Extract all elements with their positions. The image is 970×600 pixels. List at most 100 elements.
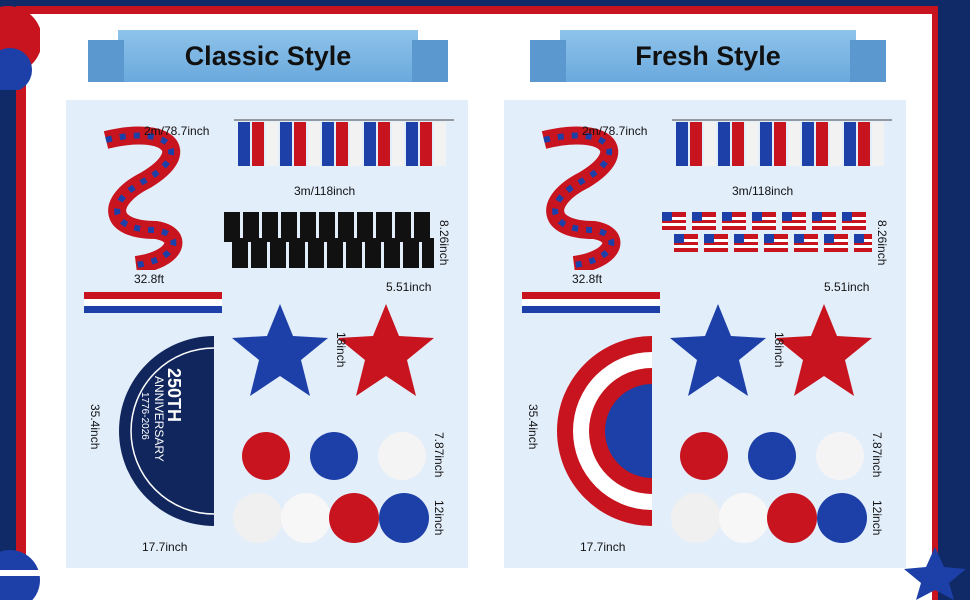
tassel-strand [392, 122, 404, 166]
flag-canton [764, 234, 774, 243]
flag-stripe [794, 245, 818, 248]
tassel-strand [844, 122, 856, 166]
star-size-label: 18inch [334, 332, 348, 368]
flag-canton [674, 234, 684, 243]
flag-stripe [764, 239, 788, 242]
tassel-strand [238, 122, 250, 166]
balloon-size-label: 12inch [870, 500, 884, 536]
anniversary-main-text: 250TH [164, 368, 184, 423]
garland-length-label: 2m/78.7inch [144, 124, 210, 138]
birthday-card [327, 238, 343, 268]
flag-stripe [704, 239, 728, 242]
garland-length-label: 2m/78.7inch [582, 124, 648, 138]
fresh-style-title: Fresh Style [635, 40, 781, 71]
classic-style-title: Classic Style [184, 40, 352, 71]
tassel-strand [872, 122, 884, 166]
anniversary-years-text: 1776-2026 [139, 392, 150, 440]
birthday-card [262, 212, 278, 242]
anniversary-fan-banner [119, 336, 215, 526]
flag-canton [692, 212, 702, 221]
latex-balloons [671, 493, 867, 543]
fan-height-label: 35.4inch [526, 404, 540, 450]
classic-style-banner: Classic Style [88, 30, 448, 82]
flag-canton [842, 212, 852, 221]
birthday-card [395, 212, 411, 242]
flag-stripe [692, 223, 716, 226]
flag-stripe [752, 223, 776, 226]
card-width-label: 5.51inch [386, 280, 432, 294]
tassel-strand [676, 122, 688, 166]
flag-stripe [704, 245, 728, 248]
fresh-style-banner: Fresh Style [530, 30, 886, 82]
banner-ribbon-end-right [850, 40, 886, 82]
tassel-strand [322, 122, 334, 166]
flag-canton [722, 212, 732, 221]
balloon-decoration-top-left [0, 6, 40, 90]
anniversary-sub-text: ANNIVERSARY [152, 376, 166, 462]
flag-stripe [782, 217, 806, 220]
flag-stripe [734, 239, 758, 242]
birthday-card [422, 238, 434, 268]
pom-size-label: 7.87inch [432, 432, 446, 478]
birthday-card [224, 212, 240, 242]
tassel-strand [294, 122, 306, 166]
flag-canton [662, 212, 672, 221]
flag-stripe [674, 239, 698, 242]
classic-style-panel: 2m/78.7inch 3m/118inch 8.26inch 5.51inch… [66, 100, 468, 568]
card-height-label: 8.26inch [437, 220, 451, 266]
flag-stripe [824, 245, 848, 248]
flag-stripe [842, 217, 866, 220]
flag-stripe [764, 245, 788, 248]
tassel-length-label: 3m/118inch [732, 184, 794, 198]
tassel-strand [760, 122, 772, 166]
birthday-card [357, 212, 373, 242]
latex-balloons [233, 493, 429, 543]
pleated-fan-bunting [557, 336, 652, 526]
flag-stripe [854, 245, 872, 248]
birthday-card [338, 212, 354, 242]
birthday-card [289, 238, 305, 268]
flag-stripe [722, 223, 746, 226]
birthday-card [384, 238, 400, 268]
birthday-card [243, 212, 259, 242]
banner-ribbon-end-left [530, 40, 566, 82]
flag-canton [854, 234, 864, 243]
birthday-card [300, 212, 316, 242]
birthday-card [319, 212, 335, 242]
ribbon-length-label: 32.8ft [572, 272, 603, 286]
pom-size-label: 7.87inch [870, 432, 884, 478]
birthday-card [232, 238, 248, 268]
balloon-size-label: 12inch [432, 500, 446, 536]
flag-stripe [674, 245, 698, 248]
tassel-strand [718, 122, 730, 166]
flag-pennants [662, 212, 872, 252]
tassel-strand [420, 122, 432, 166]
flag-stripe [842, 223, 866, 226]
banner-ribbon-end-right [412, 40, 448, 82]
birthday-card [251, 238, 267, 268]
tassel-strand [774, 122, 786, 166]
tassel-strand [406, 122, 418, 166]
fan-height-label: 35.4inch [88, 404, 102, 450]
fan-width-label: 17.7inch [142, 540, 188, 554]
tassel-strand [802, 122, 814, 166]
striped-ribbon [522, 292, 660, 313]
flag-stripe [662, 223, 686, 226]
birthday-card [346, 238, 362, 268]
fresh-style-panel: 2m/78.7inch 3m/118inch 8.26inch 5.51inch… [504, 100, 906, 568]
birthday-card [414, 212, 430, 242]
pom-poms [242, 432, 426, 480]
star-size-label: 18inch [772, 332, 786, 368]
tassel-garland [234, 119, 454, 166]
tassel-length-label: 3m/118inch [294, 184, 356, 198]
tassel-strand [336, 122, 348, 166]
banner-ribbon-end-left [88, 40, 124, 82]
birthday-card [270, 238, 286, 268]
tinsel-garland [541, 126, 621, 270]
flag-canton [794, 234, 804, 243]
tassel-strand [378, 122, 390, 166]
flag-stripe [752, 217, 776, 220]
tassel-strand [308, 122, 320, 166]
birthday-card [365, 238, 381, 268]
tassel-strand [350, 122, 362, 166]
